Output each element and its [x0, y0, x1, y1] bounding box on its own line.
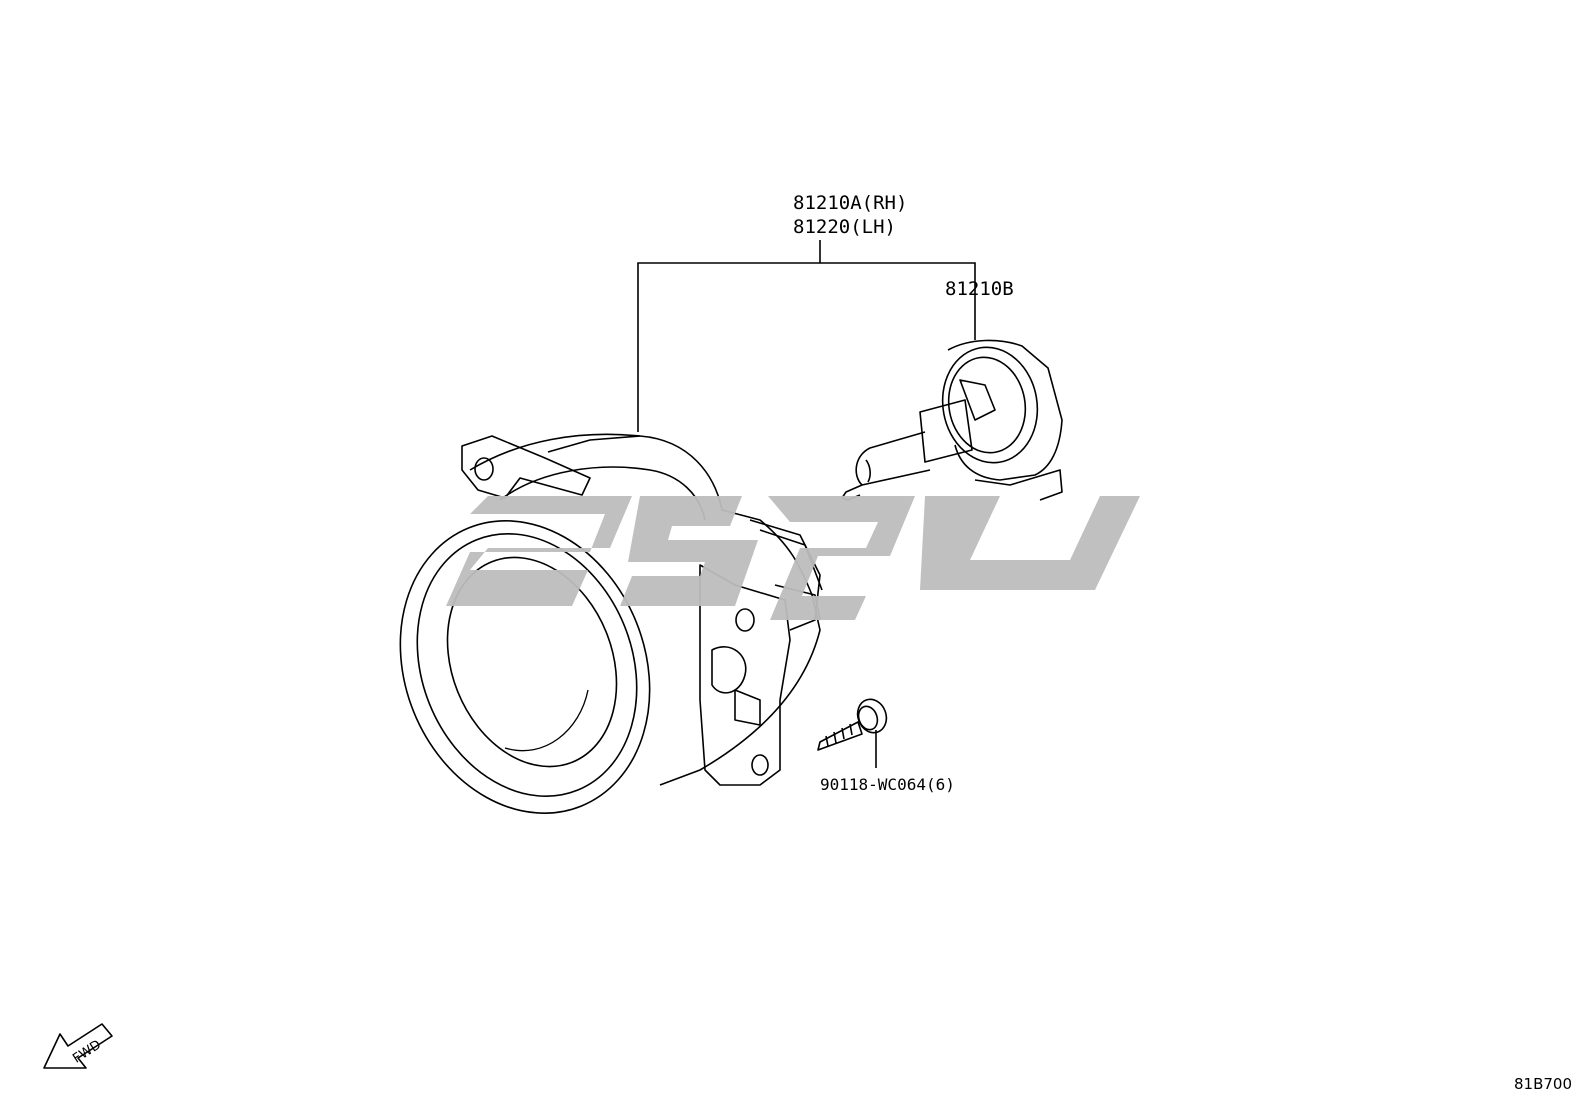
bulb	[841, 339, 1063, 501]
label-screw: 90118-WC064(6)	[820, 775, 955, 794]
fwd-arrow-icon	[43, 1023, 113, 1069]
screw	[817, 698, 888, 751]
watermark-logo	[446, 496, 1140, 620]
fog-lamp-assembly	[399, 433, 823, 814]
label-bulb: 81210B	[945, 278, 1014, 300]
diagram-code: 81B700	[1514, 1075, 1573, 1093]
label-lamp-rh: 81210A(RH)	[793, 192, 908, 214]
leader-lines	[637, 240, 976, 768]
label-lamp-lh: 81220(LH)	[793, 216, 896, 238]
